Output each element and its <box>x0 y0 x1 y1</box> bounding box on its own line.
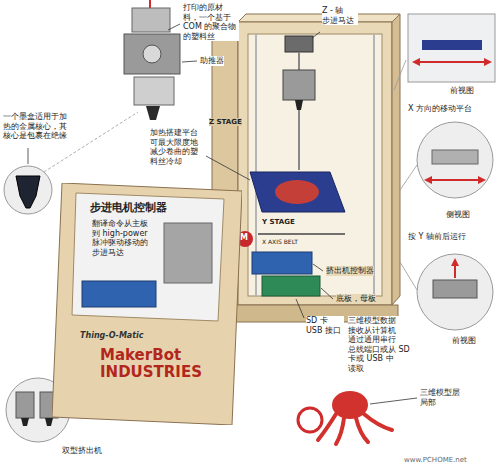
callout-label: 按 Y 轴前后运行 <box>408 232 466 242</box>
callout-label: 一个墨盒适用于加 热的金属核心，其 核心是包裹在绝缘 <box>3 112 73 141</box>
stage-symbol <box>432 150 478 164</box>
arrow-symbol <box>430 179 480 181</box>
panel-window <box>72 193 224 321</box>
leader-line <box>296 299 304 318</box>
leader-line <box>28 148 29 164</box>
arrow-head <box>424 176 432 184</box>
frame-front <box>238 22 392 305</box>
heated-area <box>275 180 319 204</box>
leader-line <box>370 398 417 404</box>
leader-line <box>312 32 320 38</box>
inset-circle <box>4 166 52 214</box>
callout-label: 挤出机控制器 <box>326 266 374 276</box>
arrow-head <box>484 58 492 66</box>
drive-gear <box>143 45 161 63</box>
circuit-board <box>262 276 320 296</box>
extruder-part <box>132 8 170 32</box>
front-panel: 步进电机控制器翻译命令从主板 到 high-power 脉冲驱动移动的 步进马达… <box>52 183 242 425</box>
callout-label: 打印的原材 料，一个基于 COM 的聚合物 的塑料丝 <box>183 3 239 41</box>
callout-label: SD 卡 USB 接口 <box>306 316 344 335</box>
nozzle <box>21 418 29 426</box>
arrow-head <box>478 176 486 184</box>
callout-label: www.PCHOME.net <box>404 456 467 464</box>
extruder-symbol <box>16 392 34 418</box>
nozzle <box>146 106 160 120</box>
belt <box>258 233 345 235</box>
panel-heading: 步进电机控制器 <box>90 201 167 214</box>
inset-line <box>400 262 417 290</box>
platform-symbol <box>422 40 482 50</box>
arrow-symbol <box>418 61 486 63</box>
callout-label: 三维模型数据 接收从计算机 通过通用串行 总线端口或从 SD 卡或 USB 中 … <box>348 316 410 374</box>
build-platform <box>250 172 345 212</box>
callout-label: 前视图 <box>450 86 474 96</box>
callout-label: Z STAGE <box>209 118 242 126</box>
circuit-board <box>252 252 312 274</box>
extruder <box>283 70 315 100</box>
callout-label: X AXIS BELT <box>262 238 298 245</box>
frame-right <box>392 14 400 305</box>
leader-line <box>168 24 180 30</box>
nozzle <box>45 418 53 426</box>
leader-line <box>206 156 250 180</box>
callout-label: Z - 轴 步进马达 <box>322 6 358 25</box>
callout-label: 助推器 <box>200 56 224 66</box>
inset-box <box>408 14 495 82</box>
leader-line <box>182 61 197 62</box>
nozzle-symbol <box>16 176 40 208</box>
callout-label: Y STAGE <box>262 218 295 226</box>
extruder-motor <box>124 34 180 74</box>
frame-opening <box>248 34 382 296</box>
callout-label: X 方向的移动平台 <box>408 104 472 114</box>
guide-rod <box>373 34 375 296</box>
nozzle <box>295 100 303 110</box>
callout-label: 双型挤出机 <box>62 446 102 456</box>
leader-line <box>313 264 323 271</box>
callout-label: 底板，母板 <box>336 294 376 304</box>
callout-label: 前视图 <box>452 336 476 346</box>
panel-shape <box>52 183 242 425</box>
callout-label: 加热搭建平台 可最大限度地 减少卷曲的塑 料丝冷却 <box>150 128 204 166</box>
panel-text: Thing-O-Matic <box>80 331 144 341</box>
z-motor <box>285 36 313 52</box>
arrow-head <box>451 258 459 266</box>
callout-label: 三维模型层 局部 <box>420 388 464 407</box>
inset-circle <box>417 254 493 330</box>
filament-coil <box>298 408 322 432</box>
panel-text: MakerBot INDUSTRIES <box>100 347 200 380</box>
panel-text: 翻译命令从主板 到 high-power 脉冲驱动移动的 步进马达 <box>92 219 154 257</box>
callout-label: M <box>240 233 248 243</box>
arrow-head <box>412 58 420 66</box>
model-tentacles <box>318 414 392 444</box>
inset-line <box>400 165 417 190</box>
callout-label: 侧视图 <box>446 210 470 220</box>
frame-top <box>238 14 400 22</box>
heatsink <box>164 223 212 283</box>
leader-line <box>321 288 333 299</box>
extruder-symbol <box>433 280 477 298</box>
circuit-board <box>82 281 156 307</box>
extruder-body <box>134 77 174 105</box>
inset-line <box>394 60 406 90</box>
inset-circle <box>417 122 493 198</box>
